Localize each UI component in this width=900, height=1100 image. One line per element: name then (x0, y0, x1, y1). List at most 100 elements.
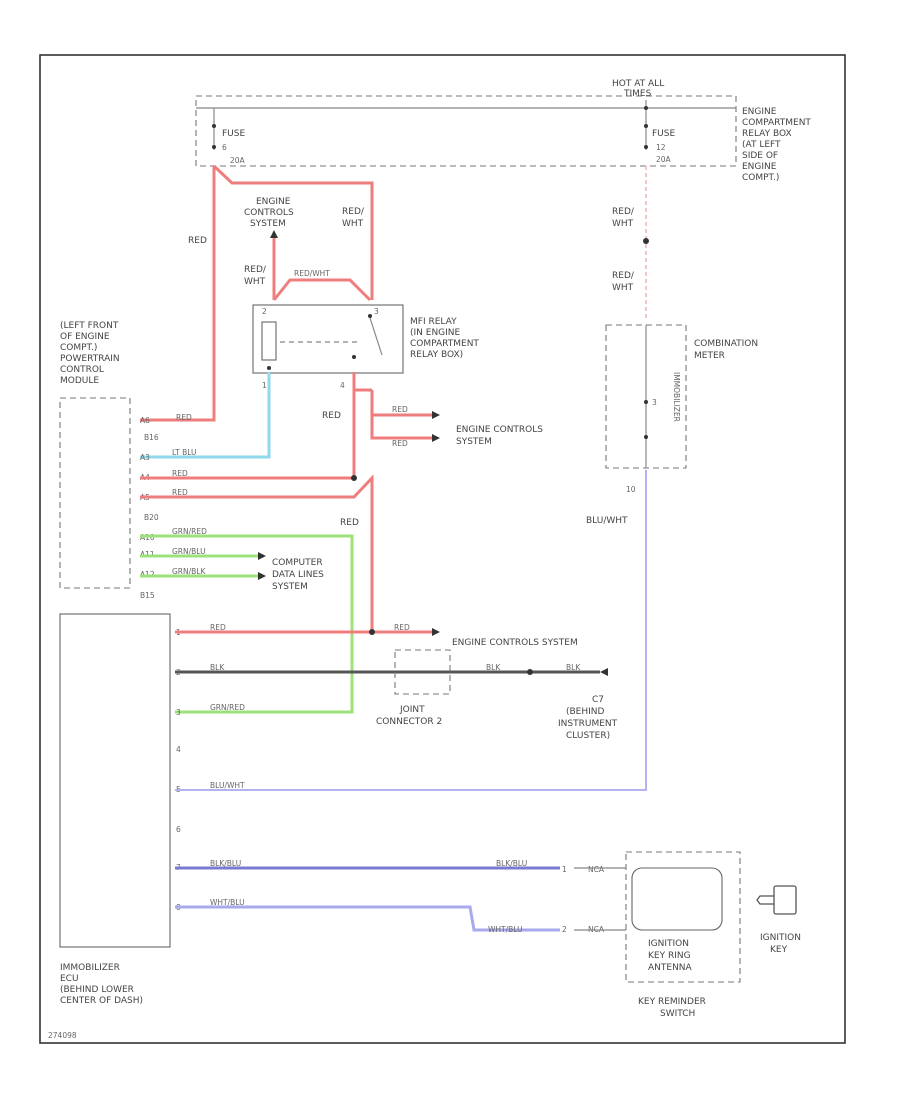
key-reminder-line-1: KEY REMINDER (638, 997, 706, 1007)
ecs-top-line-1: ENGINE (256, 197, 291, 207)
fuse-right-number: 12 (656, 143, 666, 152)
fuse-left-number: 6 (222, 143, 227, 152)
relay-box-line-2: COMPARTMENT (742, 118, 811, 128)
wire-red-pcm-a6-label: RED (176, 413, 192, 422)
mfi-relay-switch-top-dot (368, 314, 372, 318)
relay-box-line-6: ENGINE (742, 162, 777, 172)
wire-red-relay-label: RED (322, 411, 341, 421)
meter-dot-1 (644, 400, 648, 404)
ecs-top-arrow (270, 230, 278, 238)
relay-box-line-4: (AT LEFT (742, 140, 781, 150)
ecu-line-2: ECU (60, 974, 79, 984)
immobilizer-indicator-label: IMMOBILIZER (672, 372, 681, 422)
ignition-key-head (773, 885, 797, 915)
wire-grn-ecu-3-label: GRN/RED (210, 703, 245, 712)
ecs-top-line-3: SYSTEM (250, 219, 286, 229)
pcm-pin-a6: A6 (140, 416, 150, 425)
wire-red-label-top-1: RED/ (342, 207, 365, 217)
wire-red-label-relay-1: RED/ (244, 265, 267, 275)
meter-line-1: COMBINATION (694, 339, 758, 349)
wire-ltblu-relay-to-pcm (140, 372, 271, 459)
pcm-line-4: POWERTRAIN (60, 354, 120, 364)
pcm-line-2: OF ENGINE (60, 332, 110, 342)
key-ring-antenna-coil (631, 867, 723, 931)
mfi-relay-switch-bot-dot (352, 355, 356, 359)
mfi-relay-line-4: RELAY BOX) (410, 350, 463, 360)
data-lines-line-2: DATA LINES (272, 570, 324, 580)
wire-right-label-2a: RED/ (612, 271, 635, 281)
meter-pin-10: 10 (626, 485, 636, 494)
wire-redwht-relay-top (272, 278, 372, 302)
mfi-relay-coil (261, 321, 277, 361)
wire-whtblu-sw-label: WHT/BLU (488, 925, 523, 934)
meter-line-2: METER (694, 351, 725, 361)
wire-grn-blu-label: GRN/BLU (172, 547, 206, 556)
wire-blk-joint-label: BLK (486, 663, 501, 672)
ecs-mid-arrow-2 (432, 434, 440, 442)
data-lines-line-1: COMPUTER (272, 558, 323, 568)
ignition-key-icon (756, 885, 797, 915)
junction-blk-1 (527, 669, 533, 675)
mfi-relay-line-2: (IN ENGINE (410, 328, 461, 338)
wire-redwht-relay-top-label: RED/WHT (294, 269, 330, 278)
antenna-line-2: KEY RING (648, 951, 691, 961)
ecu-pin-3: 3 (176, 708, 181, 717)
ignition-key-line-1: IGNITION (760, 933, 801, 943)
wire-whtblu-ecu-8 (175, 905, 560, 932)
ecu-pin-4: 4 (176, 745, 181, 754)
relay-box-line-5: SIDE OF (742, 151, 778, 161)
wire-right-label-2b: WHT (612, 283, 634, 293)
hot-at-all-label: HOT AT ALL (612, 79, 664, 89)
fuse-right-bot-dot (644, 145, 648, 149)
wire-red-ecu-1-label-2: RED (394, 623, 410, 632)
pcm-line-5: CONTROL (60, 365, 104, 375)
wire-grn-red-label: GRN/RED (172, 527, 207, 536)
relay-pin-3: 3 (374, 307, 379, 316)
fuse-left-amp: 20A (230, 156, 246, 165)
wire-right-label-1b: WHT (612, 219, 634, 229)
wire-red-fuse-to-pcm (140, 166, 216, 422)
key-ring-antenna-label: IGNITION KEY RING ANTENNA (648, 939, 693, 973)
relay-box-line-7: COMPT.) (742, 173, 779, 183)
ecu-line-1: IMMOBILIZER (60, 963, 120, 973)
mfi-relay-line-1: MFI RELAY (410, 317, 457, 327)
fuse-right-label: FUSE (652, 129, 675, 139)
junction-red-ecu-1 (369, 629, 375, 635)
joint-connector (394, 649, 451, 695)
ecs-mid-line-2: SYSTEM (456, 437, 492, 447)
wire-bluwht-meter-to-ecu (175, 470, 647, 791)
pcm-line-6: MODULE (60, 376, 99, 386)
relay-pin-2: 2 (262, 307, 267, 316)
ignition-key-blade (756, 895, 774, 905)
data-lines-arrow-2 (258, 572, 266, 580)
footer-code: 274098 (48, 1031, 77, 1040)
ecs-top-line-2: CONTROLS (244, 208, 294, 218)
wire-bluwht-ecu-label: BLU/WHT (210, 781, 245, 790)
mfi-relay-switch-arm (369, 317, 383, 356)
relay-box-line-1: ENGINE (742, 107, 777, 117)
ecs-mid-line-1: ENGINE CONTROLS (456, 425, 543, 435)
ecu-pin-6: 6 (176, 825, 181, 834)
pcm-pin-b20: B20 (144, 513, 159, 522)
data-lines-arrow-1 (258, 552, 266, 560)
combination-meter-label: COMBINATION METER (694, 339, 758, 361)
wire-right-label-1a: RED/ (612, 207, 635, 217)
wire-ltblu-label: LT BLU (172, 448, 197, 457)
data-lines-line-3: SYSTEM (272, 582, 308, 592)
wire-red-label-relay-2: WHT (244, 277, 266, 287)
fuse-left-bot-dot (212, 145, 216, 149)
relay-pin-4: 4 (340, 381, 345, 390)
c7-arrow (600, 668, 608, 676)
pcm-module (59, 397, 131, 589)
pcm-pin-b16: B16 (144, 433, 159, 442)
times-label: TIMES (623, 89, 652, 99)
wire-blkblu-ecu-label: BLK/BLU (210, 859, 241, 868)
meter-dot-2 (644, 435, 648, 439)
wire-red-to-ecs-branch-2 (370, 415, 432, 440)
wire-red-fuse-to-relay (212, 164, 374, 300)
ignition-key-label: IGNITION KEY (760, 933, 801, 955)
sw-pin-1: 1 (562, 865, 567, 874)
joint-connector-label: JOINT CONNECTOR 2 (376, 705, 442, 727)
key-reminder-label: KEY REMINDER SWITCH (638, 997, 706, 1019)
wire-red-down-label: RED (340, 518, 359, 528)
